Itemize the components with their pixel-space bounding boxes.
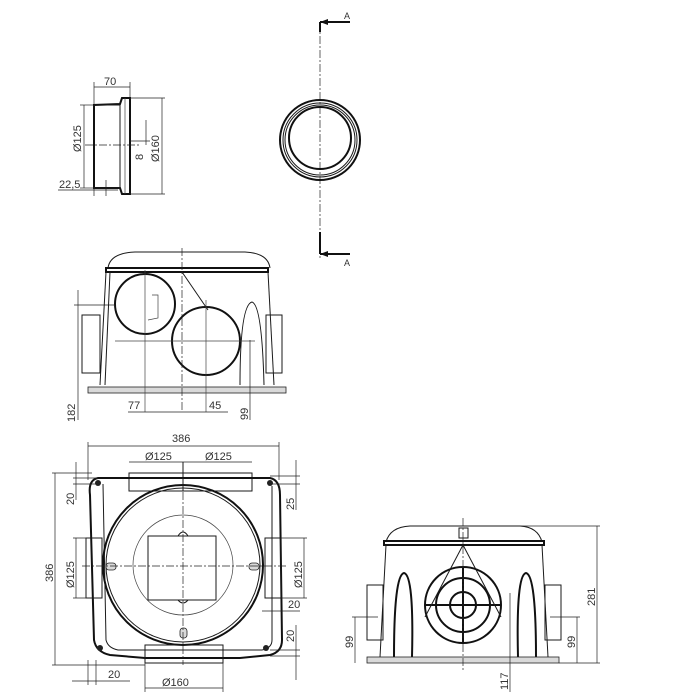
dim-70-label: 70: [104, 76, 116, 88]
dim-20-top-left-label: 20: [65, 493, 77, 505]
section-a-view: A A: [279, 11, 361, 268]
dim-117-label: 117: [499, 672, 511, 690]
dim-20-bottom-right-label: 20: [285, 630, 297, 642]
section-label-bottom: A: [344, 258, 350, 268]
dim-386-depth-label: 386: [44, 564, 56, 582]
dim-20-right-label: 20: [288, 599, 300, 611]
dim-99-side-right-label: 99: [566, 636, 578, 648]
dim-22-5-label: 22,5: [59, 179, 80, 191]
dim-99-front-label: 99: [239, 408, 251, 420]
dim-8-label: 8: [134, 154, 146, 160]
dim-386-width-label: 386: [172, 433, 190, 445]
dim-77-label: 77: [128, 400, 140, 412]
dim-d125-label: Ø125: [72, 125, 84, 152]
spigot-detail-view: 70 Ø125 Ø160 8 22,5: [58, 76, 165, 196]
dim-d160-label: Ø160: [150, 135, 162, 162]
dim-20-bottom-left-label: 20: [108, 669, 120, 681]
dim-d125-inlet-left-label: Ø125: [145, 451, 172, 463]
dim-25-top-right-label: 25: [285, 498, 297, 510]
top-view: 386 Ø125 Ø125: [44, 433, 307, 692]
dim-45-label: 45: [209, 400, 221, 412]
dim-182-label: 182: [66, 404, 78, 422]
front-view: 182 77 45 99: [66, 248, 287, 422]
dim-d125-inlet-right-label: Ø125: [205, 451, 232, 463]
dim-281-label: 281: [586, 588, 598, 606]
section-label-top: A: [344, 11, 350, 21]
dim-d125-side-left-label: Ø125: [65, 561, 77, 588]
dim-d160-outlet-label: Ø160: [162, 677, 189, 689]
dim-99-side-left-label: 99: [344, 636, 356, 648]
side-view: 99 99 281 117: [344, 518, 600, 692]
dim-d125-side-right-label: Ø125: [293, 561, 305, 588]
